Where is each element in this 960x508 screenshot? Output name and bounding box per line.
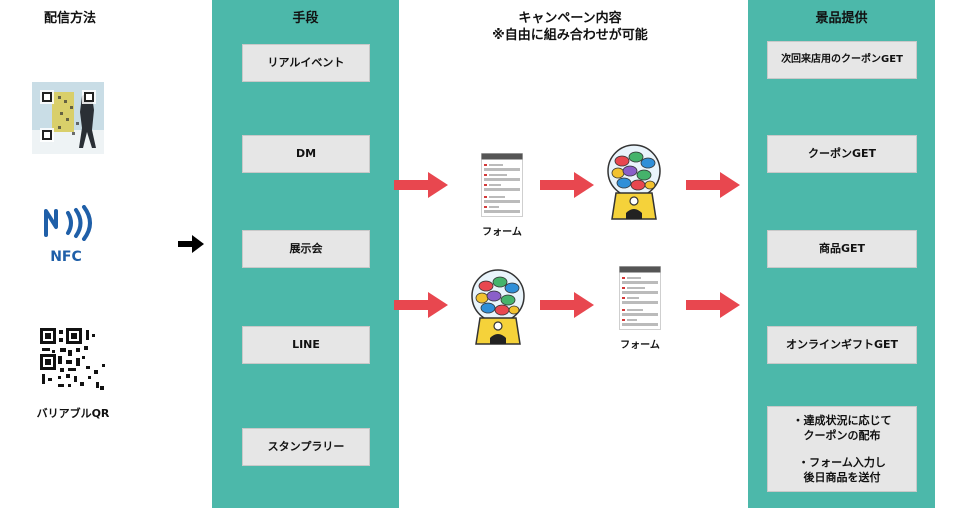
prize-notes-box: ・達成状況に応じて クーポンの配布 ・フォーム入力し 後日商品を送付 xyxy=(767,406,917,492)
prize-item-product: 商品GET xyxy=(767,230,917,268)
prize-note-line: 後日商品を送付 xyxy=(803,471,881,484)
prize-note-line: ・フォーム入力し xyxy=(798,456,886,469)
form-thumbnail-icon xyxy=(619,266,661,330)
variable-qr-label: バリアブルQR xyxy=(36,407,110,420)
form-thumbnail-icon xyxy=(481,153,523,217)
header-prizes: 景品提供 xyxy=(815,11,868,26)
variable-qr-icon xyxy=(38,326,108,396)
prize-item-online-gift: オンラインギフトGET xyxy=(767,326,917,364)
header-campaign-note: ※自由に組み合わせが可能 xyxy=(492,28,648,43)
red-arrow-icon xyxy=(538,290,596,320)
header-delivery-method: 配信方法 xyxy=(43,11,96,26)
prize-note-line: クーポンの配布 xyxy=(803,429,881,442)
nfc-text: NFC xyxy=(50,249,82,265)
red-arrow-icon xyxy=(392,290,450,320)
means-item-line: LINE xyxy=(242,326,370,364)
prize-note-line: ・達成状況に応じて xyxy=(792,414,892,427)
black-arrow-icon xyxy=(176,234,206,254)
prize-item-next-visit-coupon: 次回来店用のクーポンGET xyxy=(767,41,917,79)
means-item-real-event: リアルイベント xyxy=(242,44,370,82)
qr-photo-image xyxy=(32,82,104,154)
red-arrow-icon xyxy=(684,170,742,200)
red-arrow-icon xyxy=(392,170,450,200)
header-campaign: キャンペーン内容 xyxy=(518,11,622,26)
prize-item-coupon: クーポンGET xyxy=(767,135,917,173)
gacha-machine-icon xyxy=(470,268,526,346)
form-label: フォーム xyxy=(620,340,660,351)
header-means: 手段 xyxy=(292,11,319,26)
means-item-exhibition: 展示会 xyxy=(242,230,370,268)
red-arrow-icon xyxy=(538,170,596,200)
gacha-machine-icon xyxy=(606,143,662,221)
red-arrow-icon xyxy=(684,290,742,320)
means-item-stamp-rally: スタンプラリー xyxy=(242,428,370,466)
nfc-icon: NFC xyxy=(40,205,96,265)
means-item-dm: DM xyxy=(242,135,370,173)
form-label: フォーム xyxy=(482,227,522,238)
